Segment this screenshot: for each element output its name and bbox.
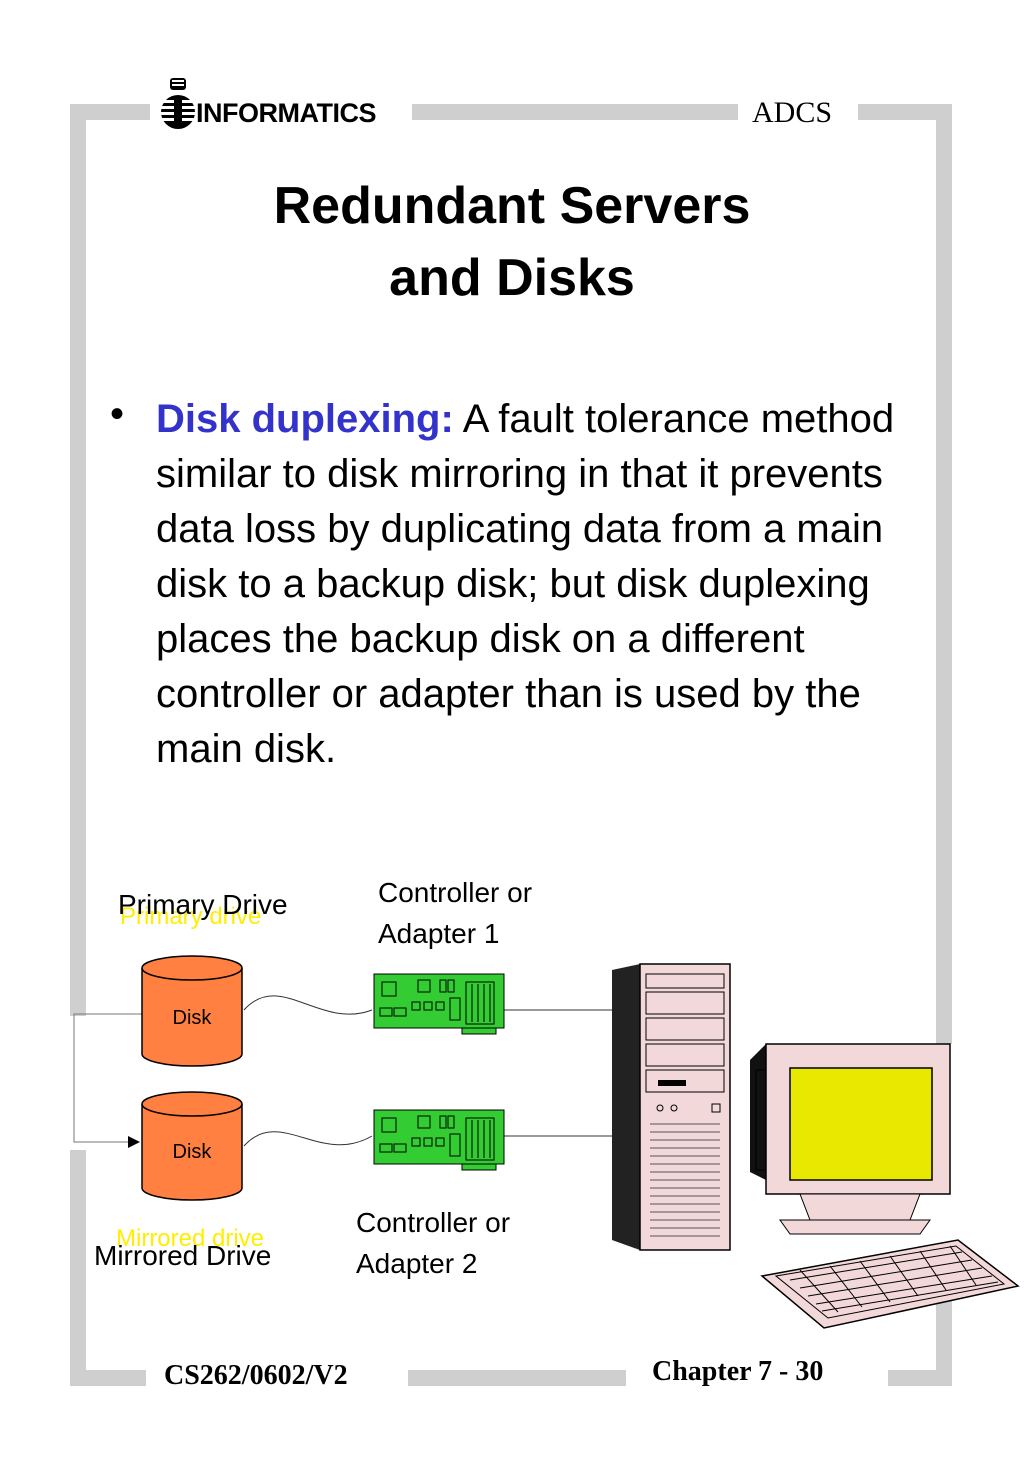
term-disk-duplexing: Disk duplexing: [156, 397, 454, 441]
controller2-label-line2: Adapter 2 [356, 1248, 478, 1279]
informatics-logo-icon [161, 78, 195, 129]
course-code: ADCS [752, 96, 833, 129]
bullet-marker: • [110, 392, 125, 436]
informatics-logo: INFORMATICS [158, 76, 408, 130]
primary-disk-icon [141, 955, 243, 1067]
footer-page-number: Chapter 7 - 30 [652, 1356, 824, 1387]
primary-drive-label: Primary Drive [118, 889, 288, 920]
logo-text: INFORMATICS [196, 98, 376, 128]
mirror-arrowhead [128, 1136, 140, 1148]
frame-top-mid [412, 104, 738, 120]
disk1-cable [243, 995, 373, 1015]
term-definition: A fault tolerance method similar to disk… [156, 397, 895, 771]
frame-left [70, 104, 86, 1016]
mirrored-drive-ghost-label: Mirrored drive [116, 1225, 265, 1252]
bullet-text: Disk duplexing: A fault tolerance method… [156, 392, 916, 777]
disk2-cable [243, 1131, 373, 1147]
controller1-label-line2: Adapter 1 [378, 918, 500, 949]
mirrored-drive-label: Mirrored Drive [94, 1240, 272, 1271]
disk2-text: Disk [173, 1141, 213, 1163]
monitor-icon [750, 1043, 951, 1235]
frame-top-left [70, 104, 150, 120]
slide-title-line1: Redundant Servers [273, 177, 751, 235]
disk1-text: Disk [173, 1007, 213, 1029]
controller1-label-line1: Controller or [378, 877, 533, 908]
controller-card-1-icon [373, 973, 505, 1035]
primary-drive-ghost-label: Primary drive [120, 903, 262, 930]
footer-course-id: CS262/0602/V2 [164, 1360, 348, 1391]
mirror-connector-line [73, 1013, 142, 1143]
controller-card-2-icon [373, 1109, 505, 1171]
duplexing-diagram: Disk Disk [73, 955, 1020, 1329]
slide-title-line2: and Disks [389, 249, 635, 307]
frame-left-lower [70, 1150, 86, 1386]
frame-bottom-right [888, 1370, 952, 1386]
controller2-label-line1: Controller or [356, 1207, 511, 1238]
frame-bottom-left [70, 1370, 146, 1386]
frame-right-lower [936, 1290, 952, 1386]
server-tower-icon [612, 963, 731, 1251]
frame-bottom-mid [408, 1370, 626, 1386]
mirrored-disk-icon [141, 1091, 243, 1201]
frame-top-right [858, 104, 952, 120]
frame-right [936, 104, 952, 1044]
keyboard-icon [760, 1239, 1020, 1329]
